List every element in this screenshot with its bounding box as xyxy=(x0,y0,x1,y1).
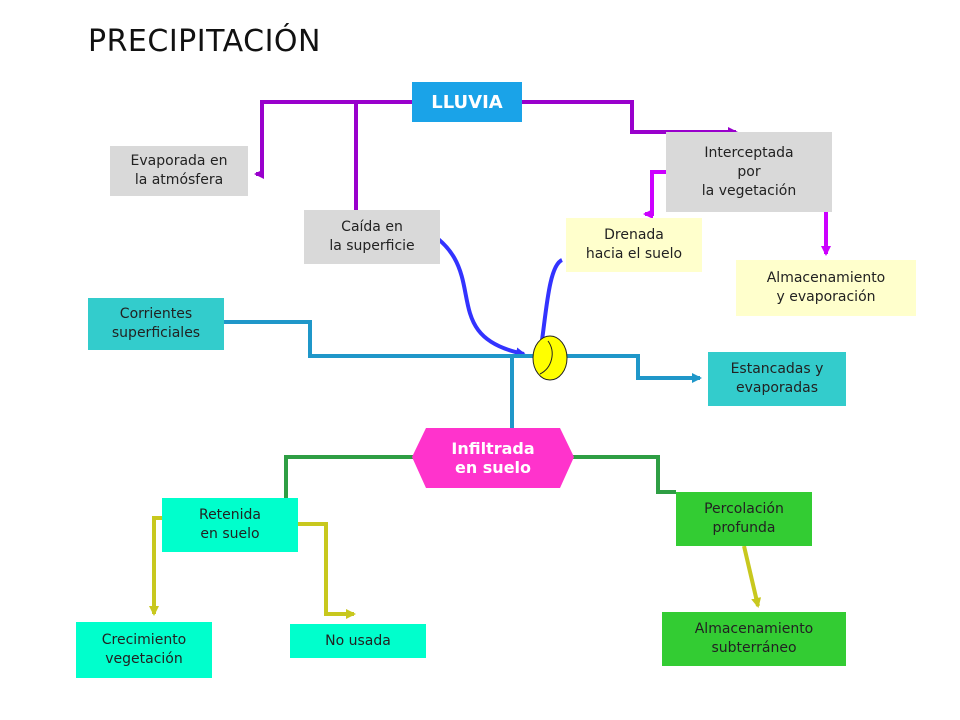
node-crecimiento-line: Crecimiento xyxy=(101,632,187,648)
node-caida-line: Caída en xyxy=(341,219,403,235)
node-almacenamiento-subterraneo-line: subterráneo xyxy=(711,640,797,656)
node-corrientes: Corrientes superficiales xyxy=(88,298,224,350)
node-drenada: Drenada hacia el suelo xyxy=(566,218,702,272)
node-corrientes-line: superficiales xyxy=(111,325,201,341)
node-estancadas-line: evaporadas xyxy=(735,380,819,396)
connector-interceptada-drenada xyxy=(643,170,666,219)
node-percolacion-line: profunda xyxy=(712,520,776,536)
node-drenada-line: Drenada xyxy=(604,227,664,243)
connector-lluvia-evaporada xyxy=(254,100,412,179)
node-retenida-line: Retenida xyxy=(198,507,262,523)
node-corrientes-line: Corrientes xyxy=(119,306,193,322)
node-retenida: Retenida en suelo xyxy=(162,498,298,552)
node-caida: Caída en la superficie xyxy=(304,210,440,264)
infiltrada-shape xyxy=(412,428,574,488)
node-interceptada: Interceptada por la vegetación xyxy=(666,132,832,212)
node-lluvia: LLUVIA xyxy=(412,82,522,122)
node-interceptada-line: Interceptada xyxy=(704,144,794,161)
connector-retenida-crecimiento xyxy=(149,516,162,616)
connector-junction-estancadas xyxy=(566,354,702,383)
node-almacenamiento-evaporacion-line: y evaporación xyxy=(776,289,876,305)
connector-lluvia-interceptada xyxy=(522,100,738,137)
node-estancadas: Estancadas y evaporadas xyxy=(708,352,846,406)
node-almacenamiento-evaporacion: Almacenamiento y evaporación xyxy=(736,260,916,316)
node-crecimiento-line: vegetación xyxy=(105,651,183,667)
node-no-usada-line: No usada xyxy=(325,632,391,649)
node-infiltrada-line: en suelo xyxy=(454,458,532,477)
page-title: PRECIPITACIÓN xyxy=(88,24,321,59)
node-almacenamiento-evaporacion-line: Almacenamiento xyxy=(766,270,886,286)
node-drenada-line: hacia el suelo xyxy=(585,246,683,262)
node-caida-line: la superficie xyxy=(329,238,415,254)
node-retenida-line: en suelo xyxy=(200,526,260,542)
node-estancadas-line: Estancadas y xyxy=(730,361,824,377)
node-no-usada: No usada xyxy=(290,624,426,658)
node-almacenamiento-subterraneo-line: Almacenamiento xyxy=(694,621,814,637)
connector-percolacion-almacenamiento xyxy=(742,545,762,608)
node-lluvia-line: LLUVIA xyxy=(431,91,503,113)
node-percolacion-line: Percolación xyxy=(704,501,784,517)
connector-infiltrada-percolacion xyxy=(570,455,676,494)
node-almacenamiento-subterraneo: Almacenamiento subterráneo xyxy=(662,612,846,666)
node-evaporada-line: Evaporada en xyxy=(130,153,228,169)
node-interceptada-line: la vegetación xyxy=(701,182,797,199)
node-crecimiento: Crecimiento vegetación xyxy=(76,622,212,678)
connector-retenida-no-usada xyxy=(296,522,356,619)
connector-lluvia-caida xyxy=(346,102,358,231)
connector-caida-junction xyxy=(415,223,526,358)
node-percolacion: Percolación profunda xyxy=(676,492,812,546)
node-infiltrada-line: Infiltrada xyxy=(451,439,535,458)
junction-node xyxy=(532,335,568,381)
node-evaporada-line: la atmósfera xyxy=(134,172,224,188)
node-evaporada: Evaporada en la atmósfera xyxy=(110,146,248,196)
junction-arc xyxy=(539,340,553,375)
node-interceptada-line: por xyxy=(737,163,761,180)
